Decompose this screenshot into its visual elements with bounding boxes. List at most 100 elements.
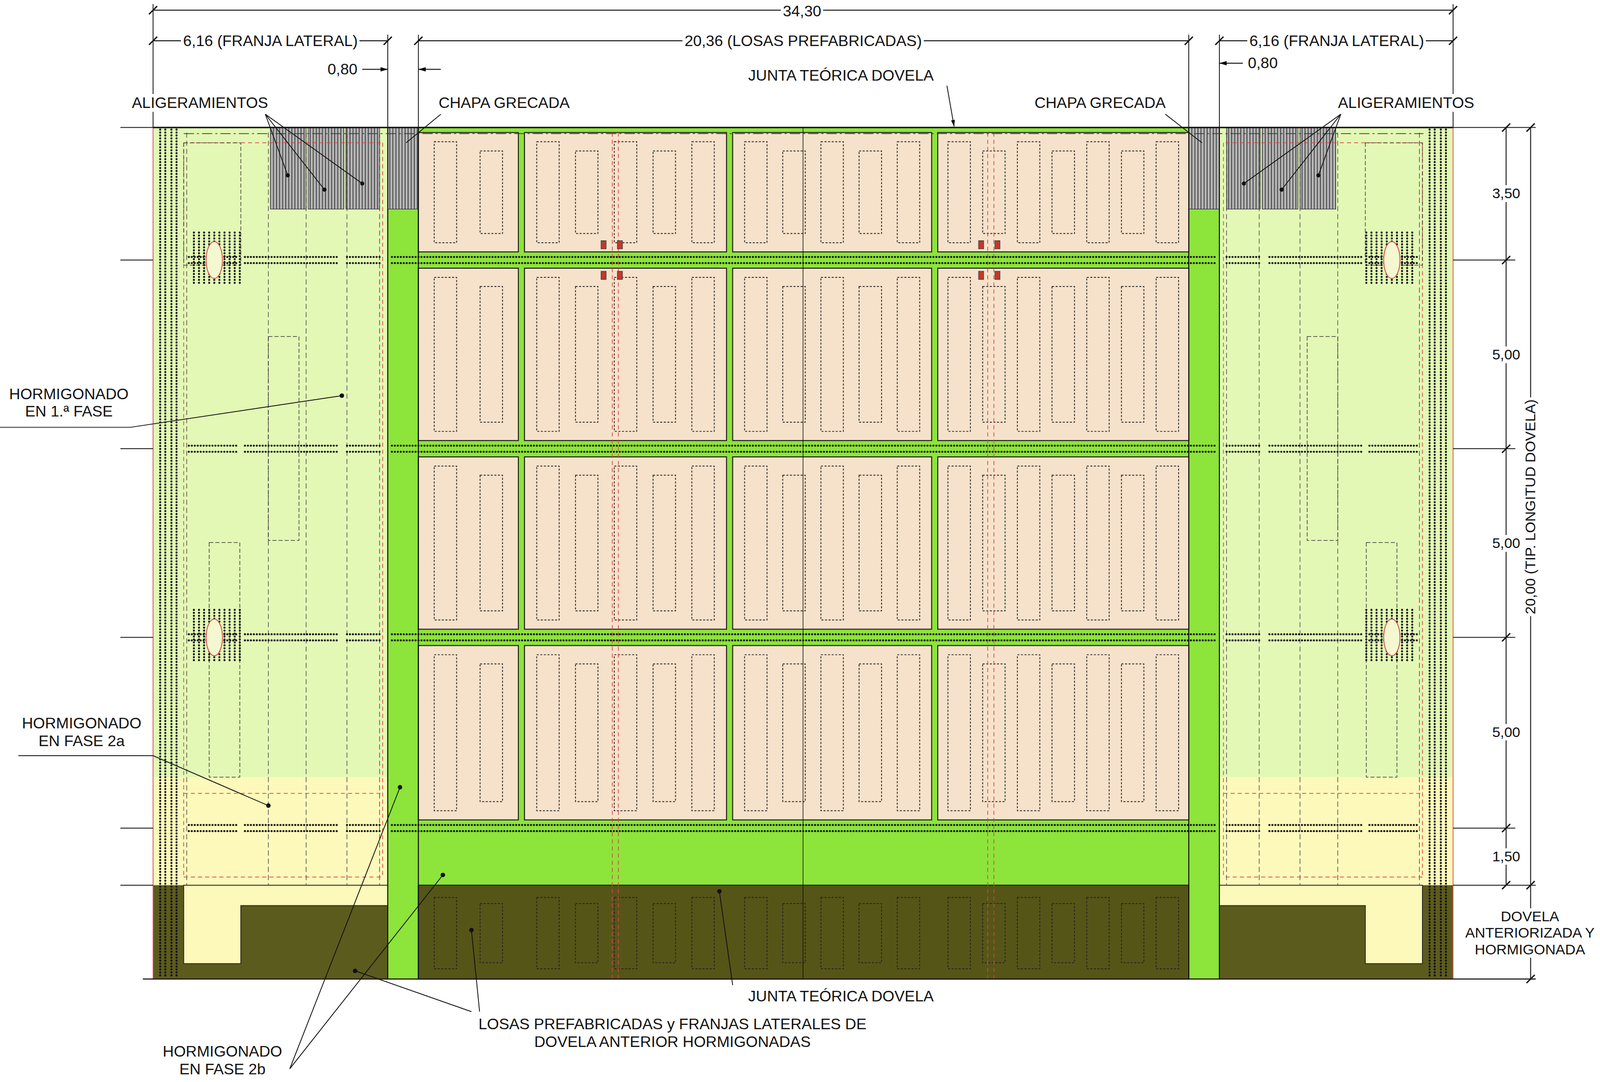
slab-void (1121, 475, 1145, 611)
dimension-tick (1184, 36, 1194, 46)
label-box: ALIGERAMIENTOS (1336, 94, 1477, 112)
callout-label: HORMIGONADO EN FASE 2a (15, 714, 148, 751)
slab-void (947, 654, 971, 811)
phase-2a-zone (1219, 885, 1423, 965)
slab-void (536, 654, 560, 811)
rebar-row (244, 823, 337, 826)
dimension-tick (1502, 123, 1511, 132)
reinforcement-outline (183, 793, 383, 794)
slab-void (1156, 465, 1179, 621)
label-box: CHAPA GRECADA (1032, 94, 1168, 112)
slab-void (479, 903, 503, 963)
rebar-row (159, 129, 162, 978)
rebar-row (238, 609, 241, 661)
anchor-ellipse (206, 241, 223, 279)
callout-label: HORMIGONADO EN FASE 2b (156, 1042, 289, 1079)
rebar-row (1226, 262, 1260, 264)
rebar-row (346, 255, 380, 258)
previous-slab (418, 885, 1189, 980)
slab-void (782, 286, 806, 423)
joint-plate (994, 271, 1001, 280)
slab-void (653, 475, 676, 611)
rebar-row (1406, 609, 1409, 661)
slab-void (536, 277, 560, 432)
label-box: 0,80 (1245, 54, 1280, 72)
rebar-row (1369, 444, 1418, 447)
slab-void (653, 664, 676, 802)
rebar-row (192, 609, 195, 661)
dimension-value: 6,16 (FRANJA LATERAL) (180, 32, 360, 50)
slab-void (897, 141, 920, 243)
label-box: 5,00 (1490, 724, 1522, 741)
slab-void (821, 897, 844, 969)
rebar-row (228, 232, 231, 284)
slab-void (1017, 654, 1040, 811)
rebar-row (188, 823, 237, 826)
callout-label: ALIGERAMIENTOS (1336, 94, 1477, 112)
dimension-tick (1215, 36, 1224, 46)
slab-void (614, 465, 637, 621)
callout-label: JUNTA TEÓRICA DOVELA (746, 66, 936, 85)
reinforcement-outline (1223, 143, 1224, 878)
rebar-row (346, 823, 380, 826)
rebar-row (1269, 450, 1362, 453)
rebar-row (1400, 609, 1403, 661)
slab-void (859, 151, 882, 234)
rebar-row (244, 639, 337, 642)
rebar-row (1400, 232, 1403, 284)
dimension-tick (383, 36, 392, 46)
rebar-row (391, 830, 1216, 833)
rebar-row (244, 450, 337, 453)
dimension-value: 5,00 (1490, 724, 1522, 741)
rebar-row (1226, 444, 1260, 447)
lightening-void (308, 127, 344, 210)
anchor-ellipse (1383, 619, 1400, 657)
dimension-value: 34,30 (780, 2, 824, 21)
rebar-row (391, 639, 1216, 642)
slab-void (479, 475, 503, 611)
precast-slab (524, 645, 727, 820)
steel-deck (1188, 127, 1220, 210)
lightening-void (1262, 127, 1298, 210)
slab-void (575, 903, 598, 963)
slab-void (575, 664, 598, 802)
leader-dots (266, 173, 1321, 974)
precast-slab (418, 645, 519, 820)
rebar-row (1269, 262, 1362, 264)
slab-void (1086, 465, 1110, 621)
phase-2a-zone (1219, 777, 1454, 886)
dimension-tick (414, 36, 423, 46)
hidden-outline (268, 336, 299, 541)
rebar-row (391, 823, 1216, 826)
label-box: DOVELA ANTERIORIZADA Y HORMIGONADA (1462, 908, 1598, 959)
rebar-row (1370, 232, 1373, 284)
slab-void (614, 897, 637, 969)
rebar-row (346, 262, 380, 264)
slab-void (434, 465, 457, 621)
callout-label: CHAPA GRECADA (1032, 94, 1168, 112)
label-box: 3,50 (1490, 185, 1522, 203)
slab-void (782, 151, 806, 234)
dimension-value: DOVELA ANTERIORIZADA Y HORMIGONADA (1462, 908, 1598, 959)
joint-plate (617, 240, 623, 250)
joint-plate (978, 240, 984, 250)
slab-void (859, 475, 882, 611)
rebar-row (1411, 609, 1414, 661)
slab-void (744, 897, 768, 969)
rebar-row (1269, 823, 1362, 826)
lightening-void (1226, 127, 1261, 210)
anchor-ellipse (206, 619, 223, 657)
strip-borders (143, 127, 1536, 980)
rebar-row (1406, 232, 1409, 284)
dimension-lines (153, 10, 1531, 980)
rebar-row (1380, 232, 1383, 284)
slab-void (897, 465, 920, 621)
rebar-row (1365, 609, 1368, 661)
outline (153, 127, 1454, 980)
precast-slab (524, 132, 727, 252)
label-box: 5,00 (1490, 535, 1522, 552)
slab-void (692, 141, 715, 243)
rebar-row (170, 129, 173, 978)
